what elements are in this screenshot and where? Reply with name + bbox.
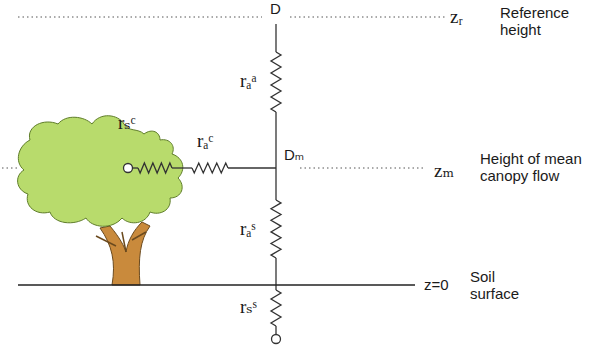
wire bbox=[275, 24, 276, 52]
wire bbox=[271, 290, 281, 326]
surface-note: Soil surface bbox=[470, 268, 532, 303]
wire bbox=[192, 163, 228, 173]
height-symbol: z=0 bbox=[424, 276, 449, 293]
wire bbox=[228, 167, 276, 168]
soil-node-circle bbox=[272, 335, 281, 344]
leaf-node-circle bbox=[124, 164, 133, 173]
resistance-symbol: rₛᶜ bbox=[118, 112, 136, 134]
wire bbox=[271, 200, 281, 258]
soil-surface-line bbox=[18, 284, 415, 285]
height-symbol: zₘ bbox=[434, 160, 454, 182]
height-note: Reference height bbox=[500, 4, 580, 39]
node-label: Dₘ bbox=[284, 146, 304, 163]
wire bbox=[133, 167, 139, 168]
resistance-symbol: rₐˢ bbox=[240, 218, 256, 240]
tree-canopy bbox=[18, 116, 183, 227]
height-note: Height of mean canopy flow bbox=[480, 150, 590, 185]
resistor-network bbox=[133, 24, 282, 335]
tree-trunk bbox=[100, 222, 150, 285]
tree-branches bbox=[96, 232, 146, 252]
wire bbox=[138, 163, 172, 173]
height-symbol: zᵣ bbox=[450, 6, 463, 28]
resistance-symbol: rₐᵃ bbox=[240, 70, 257, 92]
resistance-symbol: rₛˢ bbox=[240, 296, 257, 318]
wire bbox=[172, 167, 192, 168]
wire bbox=[275, 326, 276, 335]
resistance-symbol: rₐᶜ bbox=[197, 130, 213, 152]
wire bbox=[271, 52, 281, 112]
node-label: D bbox=[270, 0, 281, 17]
wire bbox=[275, 112, 276, 200]
